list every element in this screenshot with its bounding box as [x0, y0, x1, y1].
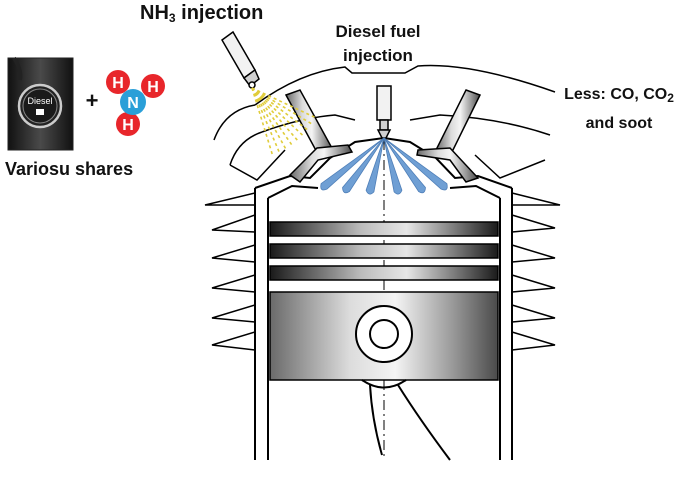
- diesel-label-line1: Diesel fuel: [335, 22, 421, 41]
- diesel-spray-plume: [365, 137, 385, 195]
- diesel-spray-plume: [383, 137, 426, 194]
- ammonia-spray-line: [251, 87, 300, 143]
- ammonia-injector: [221, 30, 260, 89]
- diesel-spray: [320, 137, 448, 195]
- molecule-h3: H: [122, 117, 134, 134]
- ammonia-spray-line: [251, 87, 294, 148]
- diesel-spray-plume: [383, 137, 448, 191]
- diesel-spray-plume: [383, 137, 403, 195]
- connecting-rod: [361, 379, 451, 461]
- diesel-label-line2: injection: [343, 46, 413, 65]
- cooling-fins-right: [511, 192, 561, 351]
- molecule-h1: H: [112, 75, 124, 92]
- diesel-injector: [376, 85, 392, 139]
- nh3-label-prefix: NH: [140, 2, 169, 24]
- ammonia-spray-line: [251, 87, 288, 152]
- emissions-label-sub: 2: [667, 91, 674, 105]
- nh3-label-suffix: injection: [175, 2, 264, 24]
- ammonia-spray-line: [251, 87, 310, 132]
- ammonia-molecule: H H H N: [106, 70, 165, 136]
- ammonia-spray-line: [251, 87, 274, 158]
- emissions-label: Less: CO, CO2 and soot: [554, 82, 684, 137]
- emissions-label-line2: and soot: [585, 115, 653, 132]
- pump-badge-text: Diesel: [27, 96, 52, 106]
- piston-pin: [355, 305, 413, 363]
- molecule-n: N: [127, 95, 139, 112]
- fuel-pump-nozzle-icon: Diesel: [7, 56, 74, 151]
- nh3-injection-label: NH3 injection: [140, 2, 263, 25]
- nh3-label-sub: 3: [168, 11, 176, 25]
- diesel-spray-plume: [320, 137, 385, 191]
- ammonia-spray-line: [251, 87, 281, 155]
- exhaust-valve: [416, 89, 482, 183]
- ammonia-spray-line: [251, 87, 318, 120]
- molecule-h2: H: [147, 79, 159, 96]
- plus-sign: +: [86, 88, 99, 113]
- shares-label: Variosu shares: [5, 159, 134, 179]
- ammonia-spray-line: [251, 87, 315, 126]
- diesel-injection-label: Diesel fuel injection: [318, 20, 438, 68]
- cooling-fins-left: [204, 192, 256, 351]
- piston-rings: [269, 221, 499, 281]
- emissions-label-prefix: Less: CO, CO: [564, 86, 668, 103]
- cylinder-head: [213, 64, 556, 181]
- ammonia-spray: [251, 87, 318, 158]
- diesel-spray-plume: [342, 137, 385, 194]
- ammonia-spray-line: [251, 87, 306, 138]
